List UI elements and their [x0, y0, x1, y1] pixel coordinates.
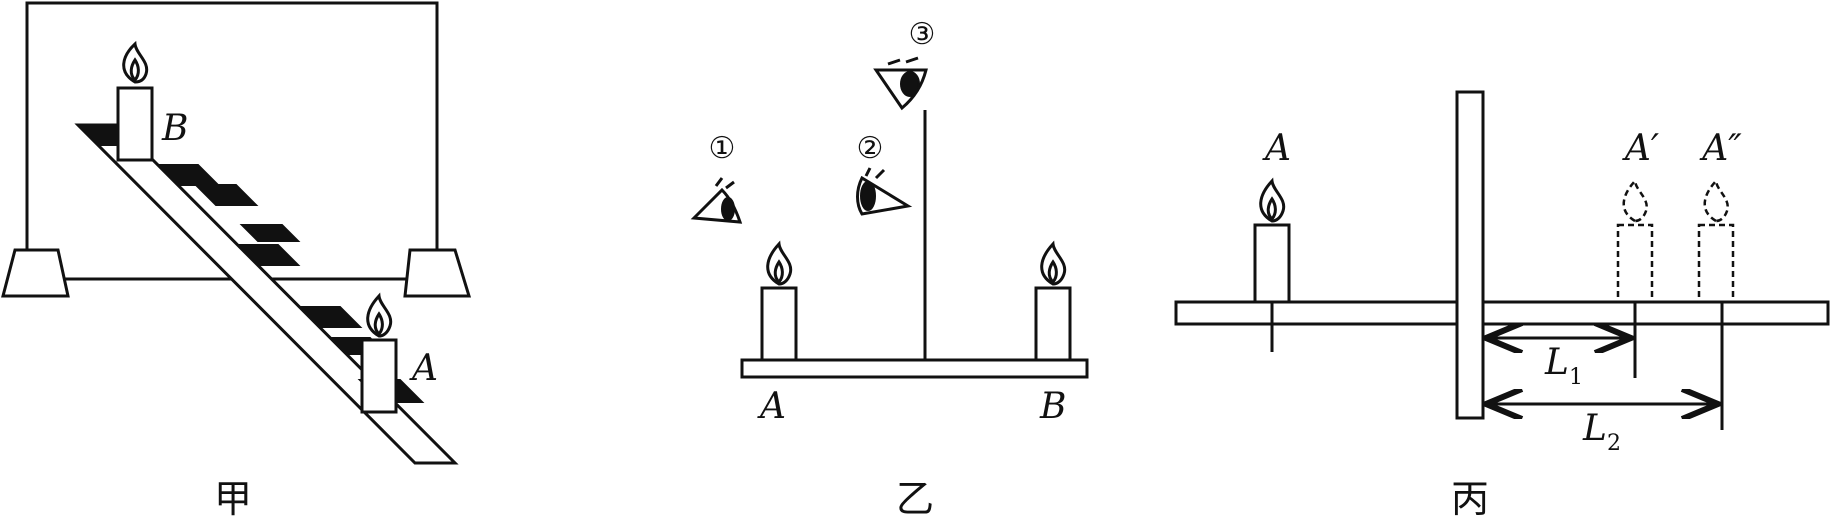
base-board: [740, 358, 1089, 379]
right-support: [403, 248, 472, 298]
glass-plate: [1455, 90, 1485, 420]
flame-icon: [1703, 178, 1729, 223]
eye-icon: [690, 177, 743, 224]
panel-yi: A B ① ② ③ 乙: [690, 17, 1089, 521]
candle-a-label: A: [757, 386, 786, 427]
candle-a: [760, 240, 798, 362]
distance1-label: L: [1544, 342, 1569, 383]
virtual-image-2: [1697, 178, 1735, 304]
candle-b: [1034, 240, 1072, 362]
eye2-number: ②: [857, 131, 884, 166]
distance2-label: L: [1582, 408, 1607, 449]
panel-jia: B A 甲: [1, 1, 472, 521]
checkered-strip: [74, 123, 459, 465]
eye-icon: [873, 56, 928, 111]
candle-b: [116, 40, 154, 162]
distance2-subscript: 2: [1607, 431, 1621, 456]
left-support: [1, 248, 70, 298]
candle-a-label: A: [1262, 128, 1291, 169]
eye-icon: [856, 167, 913, 216]
eye1-number: ①: [709, 131, 736, 166]
image2-label: A″: [1699, 128, 1742, 169]
distance1-subscript: 1: [1569, 365, 1583, 390]
candle-b-label: B: [1039, 386, 1066, 427]
candle-a: [1253, 177, 1291, 304]
candle-b-label: B: [161, 108, 188, 149]
flame-icon: [1622, 178, 1648, 223]
virtual-image-1: [1616, 178, 1654, 304]
candle-a: [360, 292, 398, 414]
caption-bing: 丙: [1451, 477, 1489, 521]
base-board: [1174, 300, 1830, 326]
caption-yi: 乙: [896, 477, 934, 521]
eye3-number: ③: [909, 17, 936, 52]
candle-a-label: A: [409, 348, 438, 389]
image1-label: A′: [1622, 128, 1659, 169]
panel-bing: A A′ A″ L 1 L 2 丙: [1174, 90, 1830, 521]
caption-jia: 甲: [214, 477, 252, 521]
